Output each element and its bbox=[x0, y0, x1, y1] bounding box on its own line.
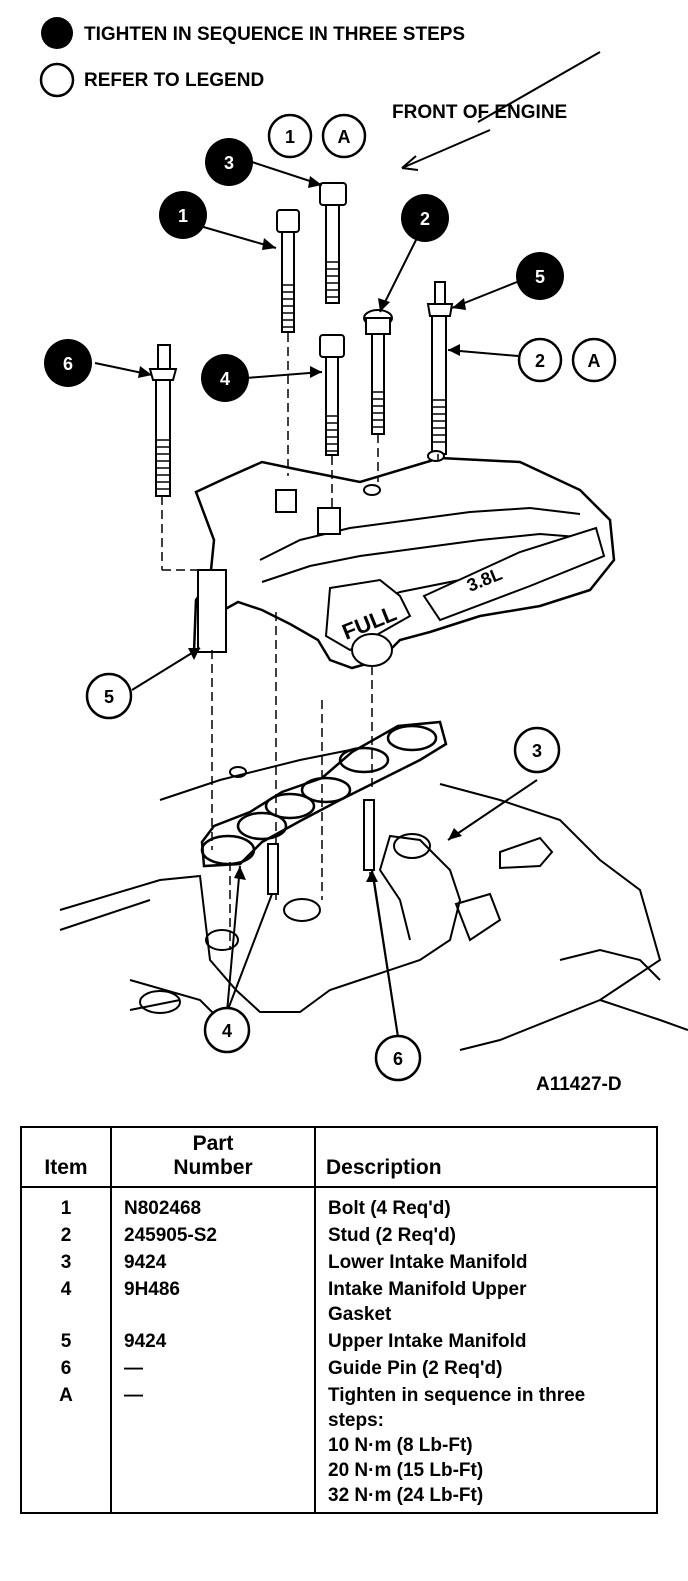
stud-5 bbox=[426, 281, 454, 455]
description-line: Intake Manifold Upper bbox=[328, 1279, 527, 1300]
legend-callout-4: 4 bbox=[203, 1006, 251, 1054]
sequence-callout-3: 3 bbox=[205, 138, 253, 186]
parts-table-header-row: Item Part Number Description bbox=[20, 1126, 658, 1188]
sequence-callout-2: 2 bbox=[401, 194, 449, 242]
description-line: Upper Intake Manifold bbox=[328, 1331, 527, 1352]
sequence-callout-5: 5 bbox=[516, 252, 564, 300]
intake-manifold-diagram: TIGHTEN IN SEQUENCE IN THREE STEPS REFER… bbox=[39, 17, 688, 1095]
table-cell-part-number: N802468 bbox=[110, 1187, 316, 1222]
description-line: Bolt (4 Req'd) bbox=[328, 1198, 451, 1219]
front-of-engine-label: FRONT OF ENGINE bbox=[392, 102, 567, 123]
svg-text:A: A bbox=[338, 127, 351, 147]
table-cell-item: 3 bbox=[20, 1249, 112, 1276]
legend-callout-6: 6 bbox=[374, 1034, 422, 1082]
bolt-3 bbox=[319, 182, 347, 304]
legend-callout-A-right: A bbox=[571, 337, 617, 383]
table-cell-item: 2 bbox=[20, 1222, 112, 1249]
table-cell-item: 1 bbox=[20, 1187, 112, 1222]
description-line: 20 N·m (15 Lb-Ft) bbox=[328, 1460, 484, 1481]
description-line: steps: bbox=[328, 1410, 384, 1431]
legend-callout-1: 1 bbox=[267, 113, 313, 159]
description-line: Tighten in sequence in three bbox=[328, 1385, 586, 1406]
bolt-4 bbox=[319, 334, 345, 456]
table-cell-item: 4 bbox=[20, 1276, 112, 1328]
svg-text:3: 3 bbox=[224, 153, 234, 173]
front-arrow-icon bbox=[401, 51, 601, 171]
guide-pins bbox=[267, 799, 375, 895]
description-line: Gasket bbox=[328, 1304, 392, 1325]
upper-intake-manifold: FULL 3.8L bbox=[192, 450, 616, 670]
table-cell-part-number: 245905-S2 bbox=[110, 1222, 316, 1249]
table-cell-description: Bolt (4 Req'd) bbox=[314, 1187, 658, 1222]
table-cell-item: 6 bbox=[20, 1355, 112, 1382]
legend-callout-5: 5 bbox=[85, 672, 133, 720]
header-description: Description bbox=[314, 1126, 658, 1188]
sequence-callout-1: 1 bbox=[159, 191, 207, 239]
table-cell-description: Guide Pin (2 Req'd) bbox=[314, 1355, 658, 1382]
svg-text:1: 1 bbox=[178, 206, 188, 226]
table-cell-item: 5 bbox=[20, 1328, 112, 1355]
table-cell-part-number: — bbox=[110, 1382, 316, 1514]
leader-arrowheads bbox=[138, 176, 466, 882]
svg-text:3: 3 bbox=[532, 741, 542, 761]
svg-text:A: A bbox=[588, 351, 601, 371]
bolt-2 bbox=[363, 309, 393, 435]
svg-text:1: 1 bbox=[285, 127, 295, 147]
svg-text:2: 2 bbox=[535, 351, 545, 371]
header-part-line2: Number bbox=[173, 1156, 253, 1179]
sequence-callout-4: 4 bbox=[201, 354, 249, 402]
legend-filled-circle-icon bbox=[41, 17, 73, 49]
description-line: 10 N·m (8 Lb-Ft) bbox=[328, 1435, 473, 1456]
header-part-line1: Part bbox=[192, 1132, 234, 1155]
table-cell-description: Upper Intake Manifold bbox=[314, 1328, 658, 1355]
table-cell-part-number: — bbox=[110, 1355, 316, 1382]
svg-text:6: 6 bbox=[63, 354, 73, 374]
intake-manifold-upper-gasket bbox=[200, 720, 448, 868]
legend-callout-2: 2 bbox=[517, 337, 563, 383]
table-cell-description: Lower Intake Manifold bbox=[314, 1249, 658, 1276]
table-cell-part-number: 9424 bbox=[110, 1249, 316, 1276]
svg-text:4: 4 bbox=[222, 1021, 232, 1041]
legend-open-text: REFER TO LEGEND bbox=[84, 70, 264, 91]
table-cell-description: Tighten in sequence in three steps: 10 N·m… bbox=[314, 1382, 658, 1514]
table-row: A— Tighten in sequence in three steps: 10 N… bbox=[20, 1382, 658, 1514]
legend-filled-text: TIGHTEN IN SEQUENCE IN THREE STEPS bbox=[84, 24, 465, 45]
description-line: Lower Intake Manifold bbox=[328, 1252, 528, 1273]
description-line: Stud (2 Req'd) bbox=[328, 1225, 457, 1246]
table-cell-part-number: 9H486 bbox=[110, 1276, 316, 1328]
table-cell-description: Stud (2 Req'd) bbox=[314, 1222, 658, 1249]
figure-id: A11427-D bbox=[536, 1074, 622, 1095]
legend-callout-3: 3 bbox=[513, 726, 561, 774]
description-line: Guide Pin (2 Req'd) bbox=[328, 1358, 503, 1379]
description-line: 32 N·m (24 Lb-Ft) bbox=[328, 1485, 484, 1506]
table-row: 6— Guide Pin (2 Req'd) bbox=[20, 1355, 658, 1382]
table-cell-item: A bbox=[20, 1382, 112, 1514]
header-part-number: Part Number bbox=[110, 1126, 316, 1188]
lower-intake-manifold bbox=[59, 747, 688, 1051]
svg-text:5: 5 bbox=[535, 267, 545, 287]
table-cell-part-number: 9424 bbox=[110, 1328, 316, 1355]
sequence-callout-6: 6 bbox=[44, 339, 92, 387]
header-item: Item bbox=[20, 1126, 112, 1188]
legend-open-circle-icon bbox=[39, 62, 75, 98]
svg-text:5: 5 bbox=[104, 687, 114, 707]
bolt-1 bbox=[276, 209, 300, 333]
svg-text:6: 6 bbox=[393, 1049, 403, 1069]
legend-callout-A-top: A bbox=[321, 113, 367, 159]
stud-6 bbox=[148, 344, 178, 497]
svg-text:4: 4 bbox=[220, 369, 230, 389]
svg-text:2: 2 bbox=[420, 209, 430, 229]
